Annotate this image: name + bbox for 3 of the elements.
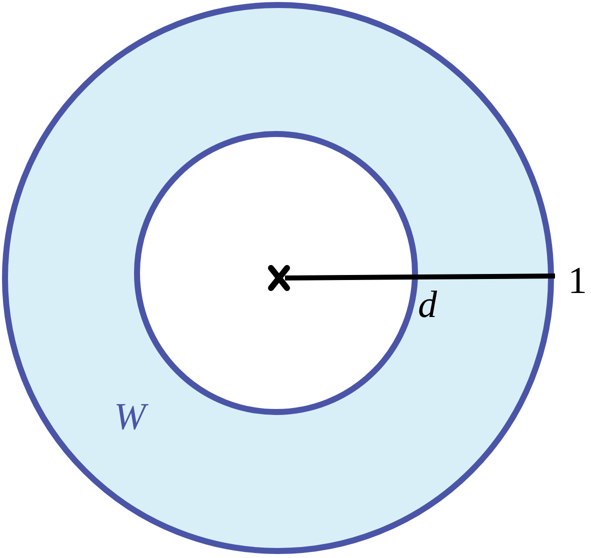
radius-value: 1 <box>568 262 587 300</box>
region-label: W <box>114 398 146 436</box>
distance-label: d <box>418 286 437 324</box>
